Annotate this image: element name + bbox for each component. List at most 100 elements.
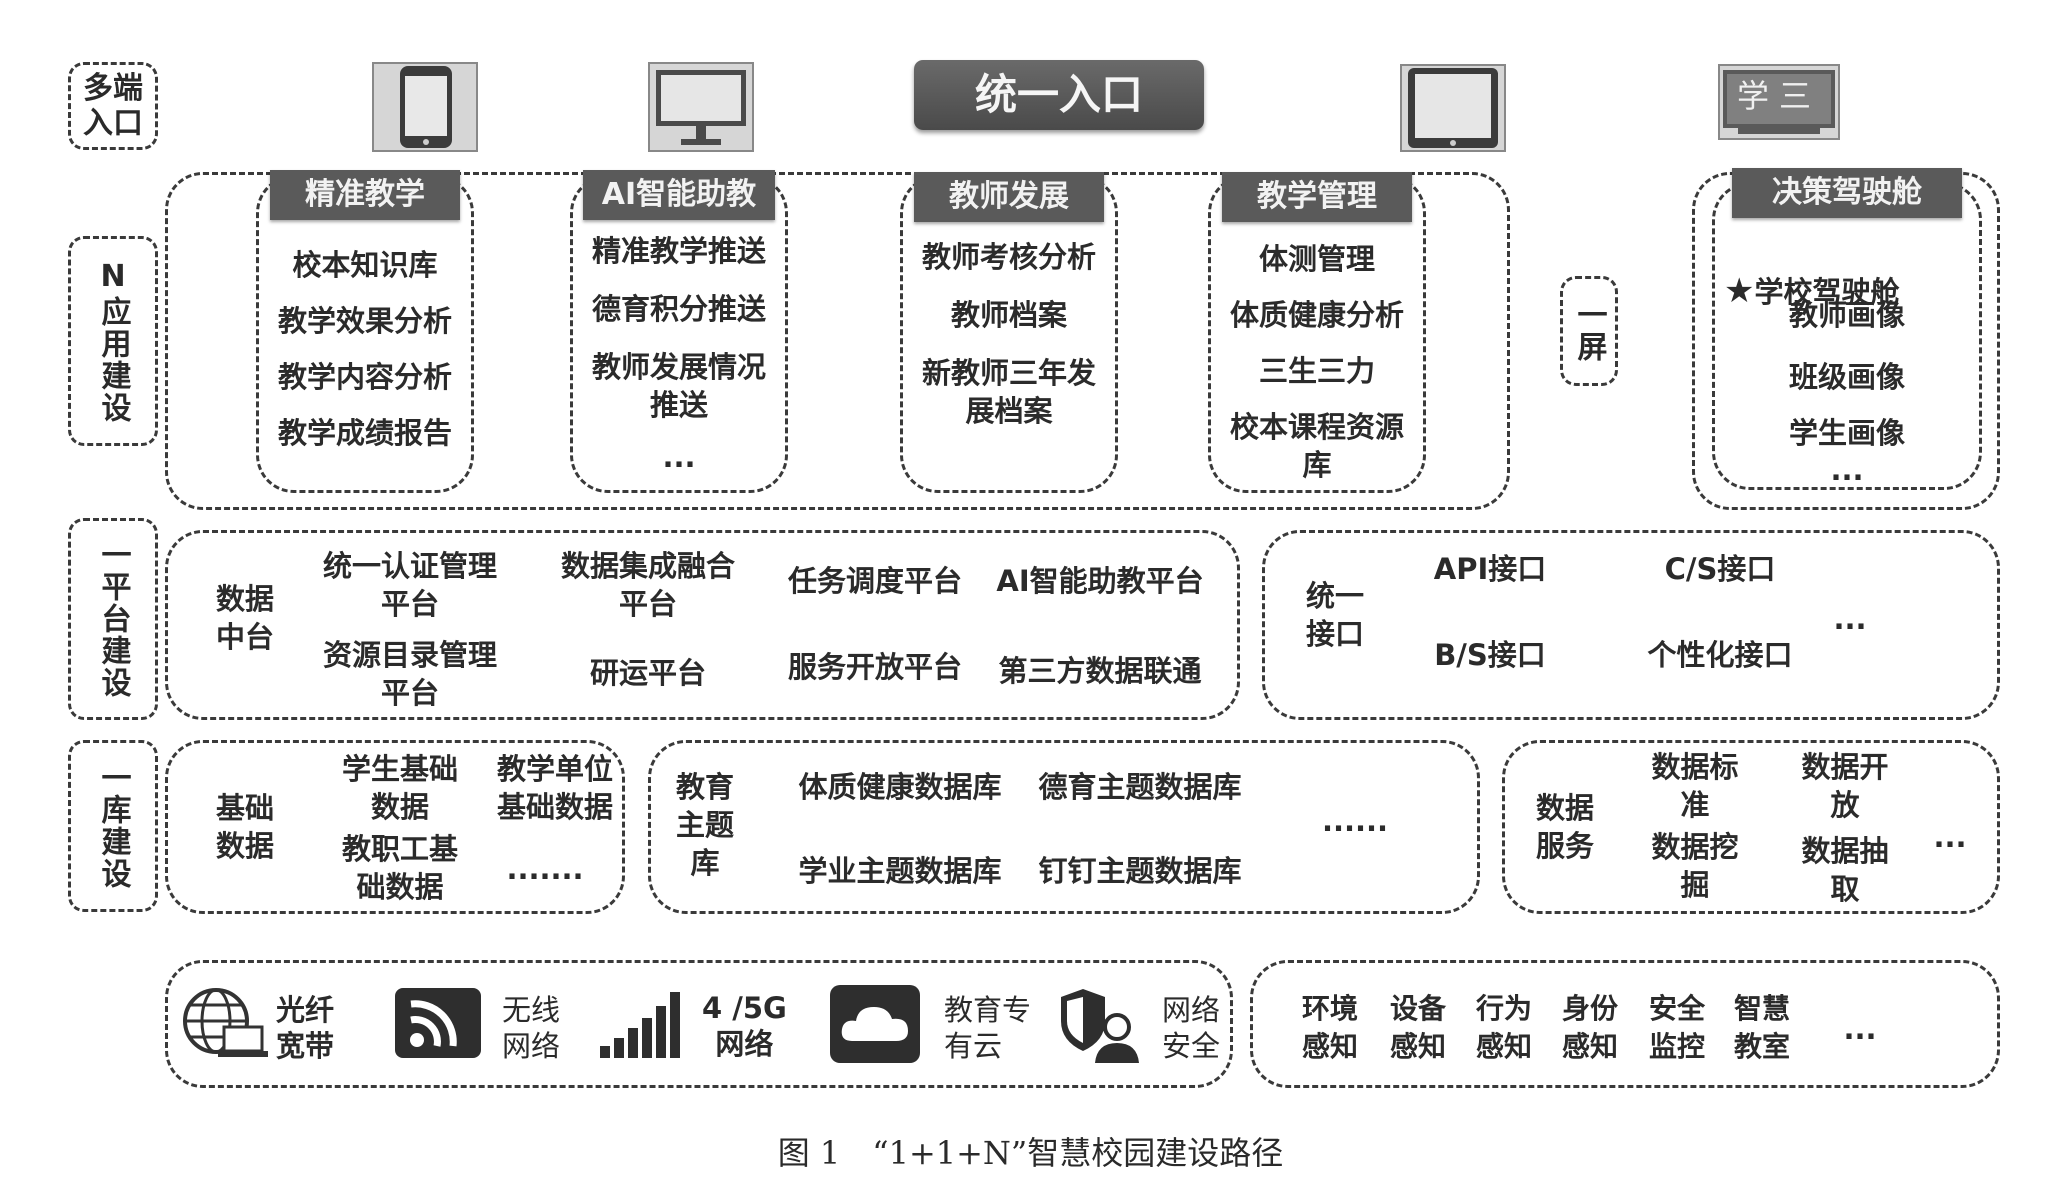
interface-item-custom[interactable]: 个性化接口 <box>1647 638 1793 672</box>
module-item: 教师档案 <box>950 298 1067 332</box>
platform-item-ops[interactable]: 研运平台 <box>589 656 706 690</box>
base-data-item-unit[interactable]: 教学单位 基础数据 <box>496 752 613 824</box>
module-item: 精准教学推送 <box>591 234 766 268</box>
module-items-precision-teaching: 校本知识库 教学效果分析 教学内容分析 教学成绩报告 <box>256 246 474 470</box>
data-service-item-standard[interactable]: 数据标 准 <box>1651 750 1739 822</box>
module-title-precision-teaching: 精准教学 <box>270 170 460 220</box>
whiteboard-icon: 学三 <box>1718 64 1840 140</box>
tablet-icon <box>1400 64 1506 152</box>
edu-db-item-more: ...... <box>1321 804 1389 838</box>
base-data-container <box>165 740 625 914</box>
platform-item-resource-catalog[interactable]: 资源目录管理 平台 <box>322 638 497 710</box>
one-platform-label: 一平台建设 <box>68 518 158 720</box>
edu-db-item-health[interactable]: 体质健康数据库 <box>798 770 1002 804</box>
module-item: 新教师三年发 展档案 <box>921 356 1096 428</box>
interface-item-cs[interactable]: C/S接口 <box>1664 552 1776 586</box>
data-service-item-more: ... <box>1933 820 1967 854</box>
module-item: 德育积分推送 <box>591 292 766 326</box>
module-item: 校本课程资源 库 <box>1229 410 1404 482</box>
one-library-label: 一库建设 <box>68 740 158 912</box>
base-data-item-student[interactable]: 学生基础 数据 <box>341 752 458 824</box>
infra-edu-cloud-label: 教育专 有云 <box>944 993 1032 1063</box>
perception-behavior[interactable]: 行为 感知 <box>1475 992 1532 1063</box>
perception-smart-classroom[interactable]: 智慧 教室 <box>1733 992 1790 1063</box>
monitor-icon <box>648 62 754 152</box>
module-item: 教学成绩报告 <box>277 416 452 450</box>
infra-wireless-label: 无线 网络 <box>502 993 561 1063</box>
module-item: 教师考核分析 <box>921 240 1096 274</box>
one-screen-label: 一屏 <box>1560 276 1618 386</box>
module-item: 体质健康分析 <box>1229 298 1404 332</box>
perception-device[interactable]: 设备 感知 <box>1389 992 1446 1063</box>
module-item: ... <box>662 440 696 474</box>
perception-more: ... <box>1843 1012 1877 1046</box>
multi-entry-label: 多端 入口 <box>68 62 158 150</box>
cockpit-items: 教师画像 班级画像 学生画像 ... <box>1712 296 1982 488</box>
module-item: 三生三力 <box>1258 354 1375 388</box>
data-service-item-extract[interactable]: 数据抽 取 <box>1801 834 1889 906</box>
school-cockpit-label: 学校驾驶舱 <box>1754 275 1900 309</box>
phone-icon <box>372 62 478 152</box>
module-title-teaching-management: 教学管理 <box>1222 172 1412 222</box>
infra-4g5g-label: 4 /5G 网络 <box>702 991 787 1061</box>
shield-user-icon <box>1061 989 1139 1063</box>
edu-db-container <box>648 740 1480 914</box>
platform-container <box>165 530 1240 720</box>
decision-cockpit-title: 决策驾驶舱 <box>1732 168 1962 218</box>
edu-db-item-academic[interactable]: 学业主题数据库 <box>798 854 1002 888</box>
globe-laptop-icon <box>183 988 268 1057</box>
module-item: 校本知识库 <box>292 248 438 282</box>
interface-container <box>1262 530 2000 720</box>
school-cockpit-item[interactable]: ★学校驾驶舱 <box>1724 234 1974 311</box>
cloud-icon <box>830 985 920 1063</box>
cockpit-item: 教师画像 <box>1788 298 1905 332</box>
cockpit-item: 班级画像 <box>1788 360 1905 394</box>
star-icon: ★ <box>1724 271 1755 311</box>
perception-security-monitor[interactable]: 安全 监控 <box>1648 992 1705 1063</box>
module-item: 体测管理 <box>1258 242 1375 276</box>
module-item: 教师发展情况 推送 <box>591 350 766 422</box>
infrastructure-container <box>165 960 1233 1088</box>
module-items-teacher-development: 教师考核分析 教师档案 新教师三年发 展档案 <box>895 238 1123 444</box>
rss-icon <box>395 988 481 1058</box>
data-service-label: 数据 服务 <box>1535 791 1594 863</box>
interface-item-bs[interactable]: B/S接口 <box>1434 638 1546 672</box>
edu-db-label: 教育 主题 库 <box>675 770 734 880</box>
platform-item-unified-auth[interactable]: 统一认证管理 平台 <box>322 549 497 621</box>
cockpit-item: ... <box>1830 453 1864 487</box>
data-middle-platform-label: 数据 中台 <box>215 582 274 654</box>
base-data-item-staff[interactable]: 教职工基 础数据 <box>341 832 458 904</box>
apps-container <box>165 172 1510 510</box>
interface-item-api[interactable]: API接口 <box>1433 552 1547 586</box>
platform-item-service-open[interactable]: 服务开放平台 <box>787 650 962 684</box>
module-items-ai-assistant: 精准教学推送 德育积分推送 教师发展情况 推送 ... <box>570 232 788 478</box>
unified-interface-label: 统一 接口 <box>1305 579 1364 651</box>
infra-fiber-label: 光纤 宽带 <box>276 993 335 1063</box>
platform-item-data-integration[interactable]: 数据集成融合 平台 <box>560 549 735 621</box>
edu-db-item-moral[interactable]: 德育主题数据库 <box>1038 770 1242 804</box>
unified-entry-button[interactable]: 统一入口 <box>914 60 1204 130</box>
platform-item-task-scheduling[interactable]: 任务调度平台 <box>787 564 962 598</box>
signal-bars-icon <box>600 992 680 1058</box>
module-items-teaching-management: 体测管理 体质健康分析 三生三力 校本课程资源 库 <box>1203 240 1431 488</box>
module-item: 教学内容分析 <box>277 360 452 394</box>
data-service-item-open[interactable]: 数据开 放 <box>1801 750 1889 822</box>
perception-identity[interactable]: 身份 感知 <box>1561 992 1618 1063</box>
platform-item-ai-assistant[interactable]: AI智能助教平台 <box>996 564 1204 598</box>
module-title-ai-assistant: AI智能助教 <box>583 170 775 220</box>
module-item: 教学效果分析 <box>277 304 452 338</box>
perception-container <box>1250 960 2000 1088</box>
base-data-item-more: ....... <box>506 852 584 886</box>
interface-item-more: ... <box>1833 602 1867 636</box>
base-data-label: 基础 数据 <box>215 791 274 863</box>
platform-item-third-party[interactable]: 第三方数据联通 <box>998 654 1202 688</box>
data-service-item-mining[interactable]: 数据挖 掘 <box>1651 830 1739 902</box>
n-app-label: N应用建设 <box>68 236 158 446</box>
whiteboard-text: 学三 <box>1736 77 1821 115</box>
data-service-container <box>1502 740 2000 914</box>
edu-db-item-dingtalk[interactable]: 钉钉主题数据库 <box>1038 854 1242 888</box>
infra-security-label: 网络 安全 <box>1162 993 1221 1063</box>
figure-caption: 图 1 “1+1+N”智慧校园建设路径 <box>777 1134 1284 1172</box>
cockpit-item: 学生画像 <box>1788 416 1905 450</box>
perception-environment[interactable]: 环境 感知 <box>1301 992 1358 1063</box>
